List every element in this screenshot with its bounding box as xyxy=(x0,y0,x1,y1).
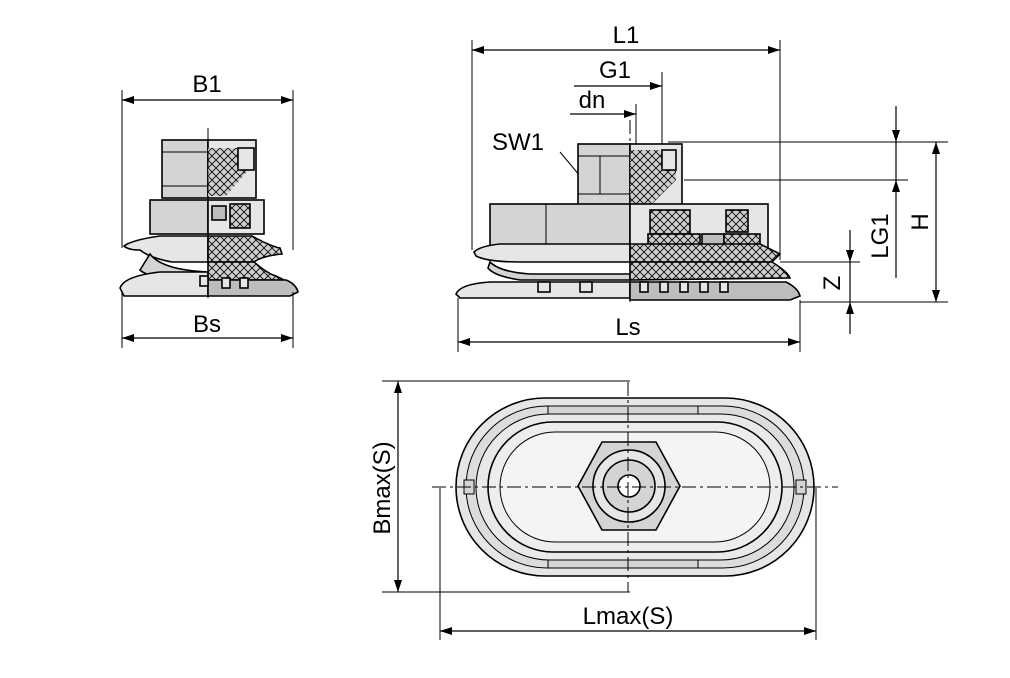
dim-label-sw1: SW1 xyxy=(492,129,544,156)
dim-label-ls: Ls xyxy=(615,314,640,341)
dim-label-z: Z xyxy=(819,276,846,291)
dim-label-dn: dn xyxy=(579,87,606,114)
top-view: Bmax(S) Lmax(S) xyxy=(369,380,838,640)
dim-label-bs: Bs xyxy=(193,311,221,338)
side-view: B1 Bs xyxy=(119,71,299,348)
front-view: L1 G1 dn SW1 xyxy=(455,22,948,352)
dim-label-l1: L1 xyxy=(613,22,640,49)
dim-label-g1: G1 xyxy=(599,57,631,84)
dim-label-h: H xyxy=(907,213,934,230)
dim-label-b1: B1 xyxy=(192,71,221,98)
dim-label-lmax: Lmax(S) xyxy=(583,603,674,630)
dim-label-bmax: Bmax(S) xyxy=(369,441,396,534)
dim-label-lg1: LG1 xyxy=(867,213,894,258)
